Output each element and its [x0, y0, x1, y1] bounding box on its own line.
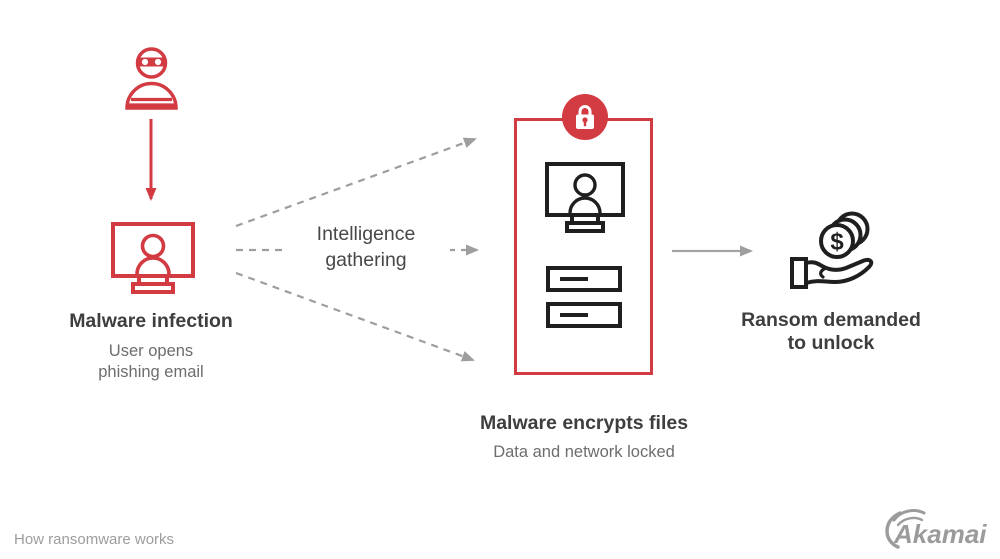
locked-computer-icon	[545, 162, 625, 233]
file-bar-line-icon	[560, 313, 588, 317]
encrypted-file-bar-2	[546, 302, 622, 328]
diagram-caption: How ransomware works	[14, 531, 175, 548]
lock-badge	[562, 94, 608, 140]
gathering-label-line1: Intelligence	[316, 223, 416, 245]
hacker-icon	[125, 47, 178, 110]
infected-computer-icon	[111, 222, 195, 294]
dashed-arrow-top	[235, 137, 477, 228]
dollar-sign: $	[830, 229, 844, 256]
infection-subtitle-line2: phishing email	[98, 363, 204, 381]
akamai-logo: Akamai	[885, 509, 987, 549]
file-bar-line-icon	[560, 277, 588, 281]
infection-title: Malware infection	[69, 310, 233, 332]
ransom-title-line2: to unlock	[787, 332, 875, 354]
lock-icon	[576, 105, 594, 129]
infection-subtitle: User opens phishing email	[51, 341, 251, 383]
gathering-label-line2: gathering	[325, 249, 407, 271]
akamai-wordmark: Akamai	[893, 519, 987, 549]
ransom-title: Ransom demanded to unlock	[721, 309, 941, 355]
ransom-title-line1: Ransom demanded	[741, 309, 921, 331]
infection-subtitle-line1: User opens	[108, 342, 194, 360]
encryption-box	[514, 118, 653, 375]
encryption-title: Malware encrypts files	[479, 412, 689, 434]
coins-in-hand-icon: $	[790, 211, 874, 289]
encrypted-file-bar-1	[546, 266, 622, 292]
gathering-label: Intelligence gathering	[282, 221, 450, 273]
encryption-subtitle: Data and network locked	[493, 443, 675, 461]
dashed-arrow-bottom	[235, 271, 475, 362]
